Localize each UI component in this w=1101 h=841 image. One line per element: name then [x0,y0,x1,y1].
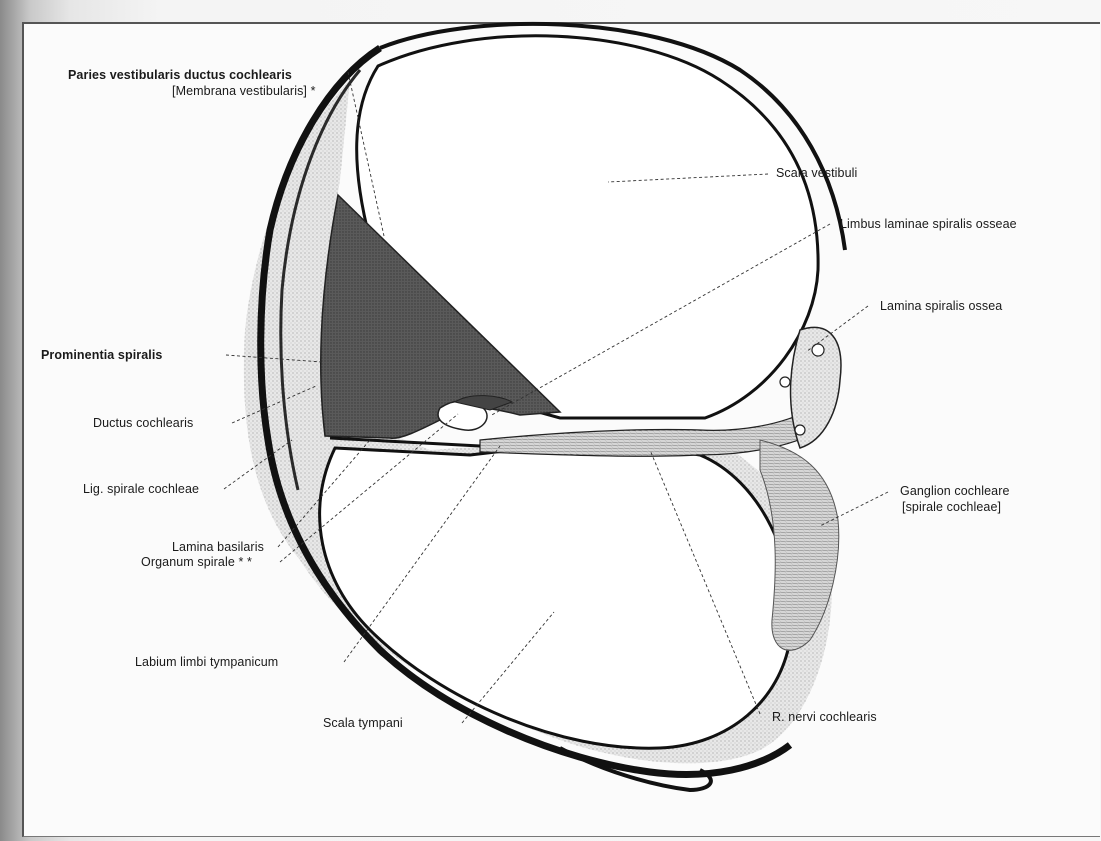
label-scala-vestibuli: Scala vestibuli [776,166,857,180]
label-ganglion-line2: [spirale cochleae] [902,500,1001,514]
label-ganglion-line1: Ganglion cochleare [900,484,1010,498]
label-organum: Organum spirale * * [141,555,252,569]
label-lig-spirale: Lig. spirale cochleae [83,482,199,496]
vessel-3 [795,425,805,435]
label-lamina-spiralis: Lamina spiralis ossea [880,299,1002,313]
label-paries-line2: [Membrana vestibularis] * [172,84,316,98]
label-lamina-basilaris: Lamina basilaris [172,540,264,554]
label-prominentia: Prominentia spiralis [41,348,162,362]
label-labium: Labium limbi tympanicum [135,655,278,669]
label-limbus: Limbus laminae spiralis osseae [840,217,1017,231]
label-paries-line1: Paries vestibularis ductus cochlearis [68,68,292,82]
vessel-2 [780,377,790,387]
label-ductus: Ductus cochlearis [93,416,193,430]
scala-tympani-chamber [320,440,792,748]
label-scala-tympani: Scala tympani [323,716,403,730]
label-r-nervi: R. nervi cochlearis [772,710,877,724]
